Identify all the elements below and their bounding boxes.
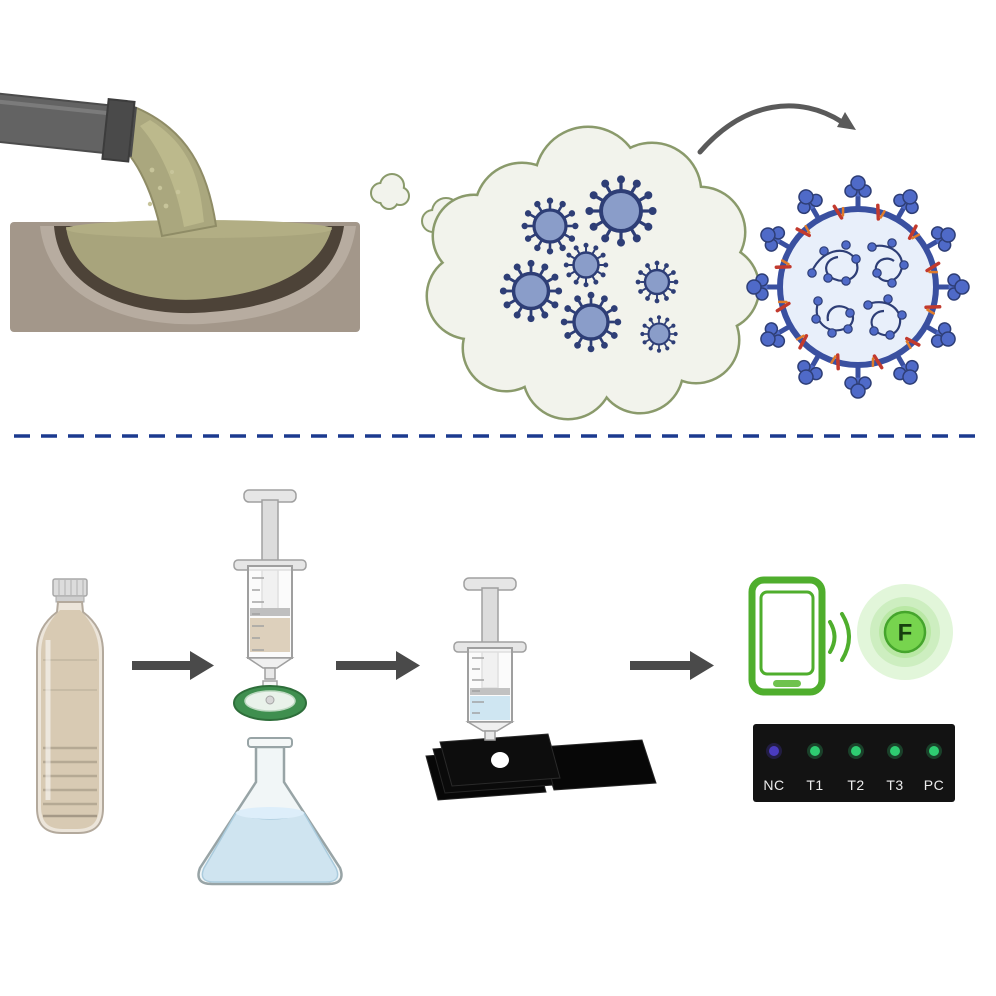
- signal-waves-icon: [828, 612, 851, 662]
- readout-spot: [890, 746, 900, 756]
- readout-label: PC: [924, 777, 944, 793]
- readout-label: T3: [886, 777, 903, 793]
- readout-spot: [769, 746, 779, 756]
- readout-label: NC: [763, 777, 784, 793]
- readout-spot: [851, 746, 861, 756]
- readout-labels: NC T1 T2 T3 PC: [763, 777, 944, 793]
- curved-arrow-icon: [697, 103, 856, 155]
- flow-arrow-icon: [336, 651, 420, 680]
- flow-arrow-icon: [132, 651, 214, 680]
- readout-label: T2: [847, 777, 864, 793]
- bottle-cap: [52, 578, 88, 597]
- flow-arrow-icon: [630, 651, 714, 680]
- fluorescence-spot-icon: F: [857, 584, 953, 680]
- readout-label: T1: [806, 777, 823, 793]
- liquid-surface: [236, 807, 304, 819]
- membrane-chips-icon: [425, 733, 657, 801]
- syringe-tip: [484, 730, 496, 741]
- rna-beads: [807, 238, 909, 340]
- filtration-step: [197, 489, 343, 886]
- flask-filtrate-liquid: [201, 812, 339, 883]
- virus-closeup-icon: [747, 176, 969, 398]
- graduation-marks: [472, 657, 484, 714]
- readout-spots: [766, 743, 942, 759]
- membrane-application-step: [425, 577, 657, 801]
- plunger-seal: [470, 688, 510, 695]
- bottle-cap-ridges: [58, 580, 84, 595]
- graduation-marks: [252, 577, 264, 651]
- smartphone-icon: [748, 576, 851, 696]
- fluorescence-core: [883, 610, 927, 654]
- readout-spot: [810, 746, 820, 756]
- phone-screen: [759, 590, 815, 676]
- virus-interior: [780, 209, 936, 365]
- barrel-filtrate: [470, 696, 510, 720]
- panel-background: [753, 724, 955, 802]
- flask-rim: [247, 737, 293, 748]
- readout-panel: NC T1 T2 T3 PC: [753, 724, 955, 802]
- bottle-ribs: [43, 746, 97, 806]
- aerosol-cloud-icon: [370, 128, 758, 418]
- syringe-icon: [453, 577, 527, 741]
- wastewater-pool-icon: [66, 227, 332, 300]
- phone-outline: [748, 576, 826, 696]
- virus-membrane-ring: [777, 206, 939, 368]
- plunger-seal: [250, 608, 290, 616]
- barrel-sample: [250, 618, 290, 652]
- readout-spot: [929, 746, 939, 756]
- erlenmeyer-flask-icon: [197, 737, 343, 886]
- syringe-icon: [233, 489, 307, 680]
- syringe-filter-icon: [233, 680, 307, 721]
- phone-home-bar: [773, 680, 801, 687]
- syringe-tip: [264, 667, 276, 680]
- bottle-sample-liquid: [41, 610, 99, 829]
- sample-bottle-icon: [36, 578, 104, 834]
- membrane-sample-well: [491, 752, 509, 768]
- wastewater-discharge-scene: [0, 91, 360, 332]
- stream-spray: [147, 167, 181, 209]
- discharge-pipe-icon: [0, 91, 137, 163]
- fluorophore-label: F: [898, 620, 913, 647]
